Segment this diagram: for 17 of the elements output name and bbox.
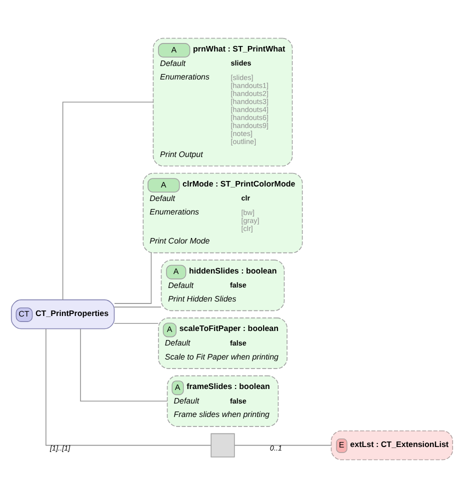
edge-label: 0..1 bbox=[270, 442, 282, 452]
node-box: A scaleToFitPaper : boolean Default false Scale to Fit Paper when printing bbox=[158, 317, 288, 368]
node-box: CT CT_PrintProperties bbox=[10, 298, 115, 329]
connector bbox=[114, 322, 159, 324]
node-box: A prnWhat : ST_PrintWhat Default slides Enumerations [slides] [handouts1] [handouts2] [handouts3] [handouts4] [handouts6] [handouts9] [notes] [outline] Print Output bbox=[152, 37, 293, 166]
connector bbox=[62, 101, 154, 300]
connector bbox=[234, 444, 332, 446]
edge-label: [1]..[1] bbox=[50, 442, 70, 452]
connector bbox=[114, 252, 152, 304]
connector bbox=[80, 328, 168, 402]
node-box: E extLst : CT_ExtensionList bbox=[330, 430, 454, 460]
connector bbox=[46, 328, 212, 446]
node-box bbox=[210, 432, 235, 457]
connector bbox=[114, 306, 162, 307]
node-box: A clrMode : ST_PrintColorMode Default clr Enumerations [bw] [gray] [clr] Print Color Mode bbox=[142, 172, 303, 253]
node-box: A frameSlides : boolean Default false Frame slides when printing bbox=[166, 374, 279, 426]
node-box: A hiddenSlides : boolean Default false Print Hidden Slides bbox=[160, 259, 285, 311]
